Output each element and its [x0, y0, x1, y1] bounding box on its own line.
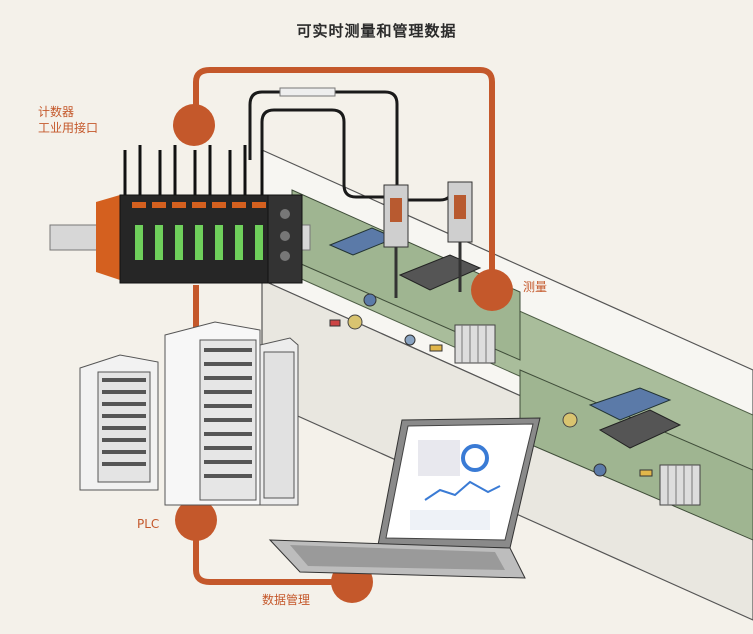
plc-label: PLC [137, 517, 160, 531]
measure-label: 测量 [523, 280, 548, 294]
page-title: 可实时测量和管理数据 [296, 22, 457, 40]
cable-sleeve [279, 87, 336, 97]
probe-right [447, 181, 473, 292]
measure-node [471, 269, 513, 311]
interface-label-line1: 计数器 [38, 105, 75, 119]
interface-label-line2: 工业用接口 [38, 121, 99, 135]
circuit-board-1 [291, 189, 521, 364]
interface-node [173, 104, 215, 146]
connection-loop [193, 67, 495, 585]
laptop [268, 417, 541, 579]
plc-node [175, 499, 217, 541]
probe-left [383, 184, 409, 298]
plc-server-rack [79, 321, 299, 506]
counter-interface-units [49, 145, 311, 284]
circuit-board-2 [519, 369, 753, 541]
data-management-label: 数据管理 [262, 593, 311, 607]
interface-label: 计数器 工业用接口 [38, 104, 98, 136]
